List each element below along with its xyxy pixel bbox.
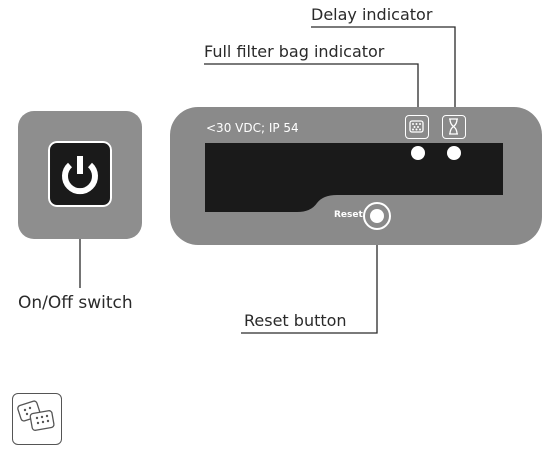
- reset-button[interactable]: [363, 202, 391, 230]
- filter-bag-icon: [405, 115, 429, 139]
- delay-indicator-label: Delay indicator: [311, 5, 433, 24]
- spec-text: <30 VDC; IP 54: [206, 121, 299, 135]
- on-off-switch[interactable]: [48, 141, 112, 207]
- display-window: [205, 143, 503, 212]
- full-filter-bag-indicator-label: Full filter bag indicator: [204, 42, 385, 61]
- power-icon: [62, 156, 98, 195]
- hourglass-icon: [442, 115, 466, 139]
- reset-label: Reset: [334, 210, 363, 220]
- on-off-switch-label: On/Off switch: [18, 293, 133, 313]
- delay-indicator: [447, 146, 461, 160]
- full-filter-bag-indicator: [411, 146, 425, 160]
- reset-button-label: Reset button: [244, 311, 347, 330]
- reset-leader: [241, 230, 378, 334]
- filter-bag-legend-icon: [12, 393, 62, 445]
